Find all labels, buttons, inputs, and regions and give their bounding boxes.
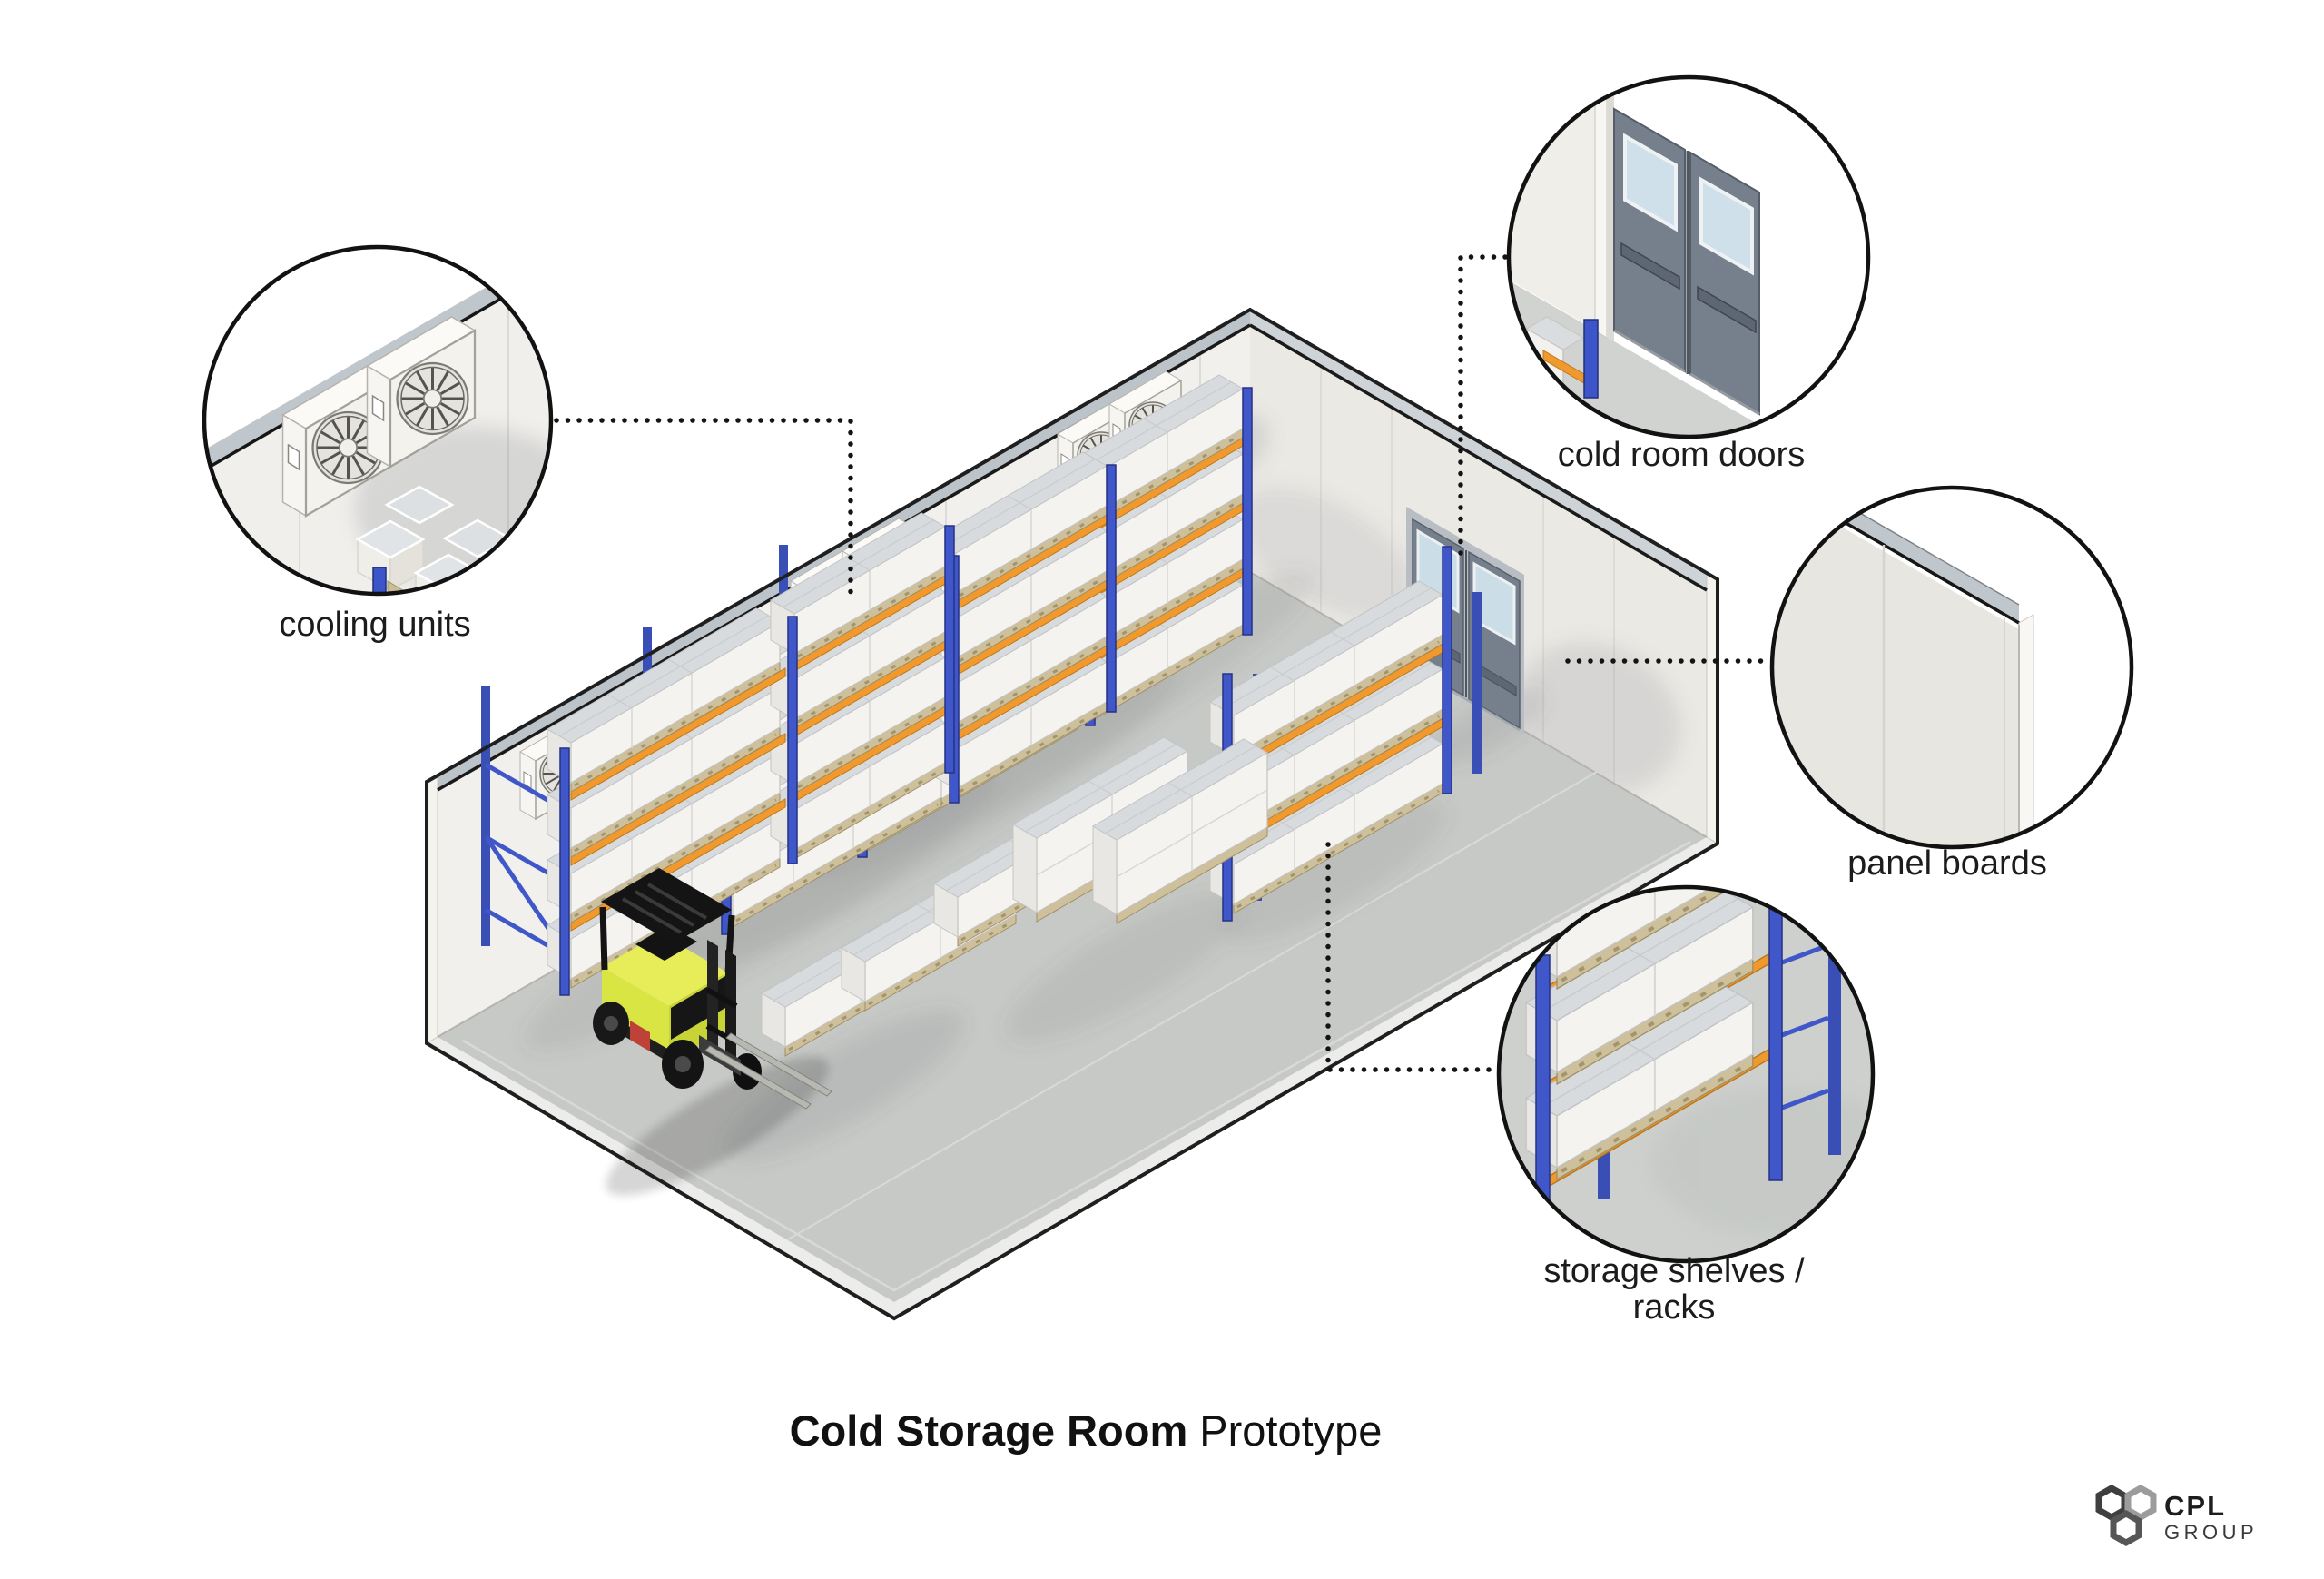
floor-joint-line [787, 771, 1598, 1240]
leader-cooling-units [554, 418, 853, 597]
room-outline [425, 307, 1719, 1321]
callout-storage-shelves [1496, 884, 1876, 1264]
callout-cold-room-doors [1506, 74, 1871, 439]
wall-top-band-right [1250, 310, 1707, 590]
cpl-group-logo: CPL GROUP [2095, 1484, 2258, 1547]
forklift-body-top [602, 933, 727, 1006]
logo-name: CPL [2164, 1490, 2226, 1522]
callout-panel-boards [1769, 485, 2134, 850]
forklift-fork [725, 1032, 832, 1097]
leader-storage-shelves [1325, 842, 1502, 1072]
forklift-badge [630, 1021, 650, 1051]
logo-sub: GROUP [2164, 1521, 2258, 1544]
forklift-overhead-guard [601, 868, 732, 943]
label-cooling-units: cooling units [279, 606, 470, 644]
label-storage-shelves-line2: racks [1633, 1288, 1716, 1327]
forklift-fork [704, 1045, 812, 1110]
forklift [593, 868, 832, 1196]
door-window [1623, 133, 1678, 232]
forklift-body-front [602, 967, 669, 1062]
push-bar [1697, 285, 1757, 334]
door-window [1699, 176, 1754, 276]
label-storage-shelves-line1: storage shelves / [1543, 1252, 1805, 1290]
isometric-room [425, 307, 1719, 1321]
label-panel-boards: panel boards [1847, 844, 2047, 883]
leader-lines [554, 254, 1772, 1072]
push-bar [1620, 242, 1680, 291]
panel-face [1772, 488, 2019, 847]
rack-row-3 [481, 511, 955, 996]
rack-upright [372, 567, 387, 594]
label-cold-room-doors: cold room doors [1558, 436, 1805, 474]
callout-cooling-units [202, 244, 554, 597]
leader-cold-room-doors [1458, 254, 1508, 558]
hexagons-icon [2095, 1484, 2157, 1547]
